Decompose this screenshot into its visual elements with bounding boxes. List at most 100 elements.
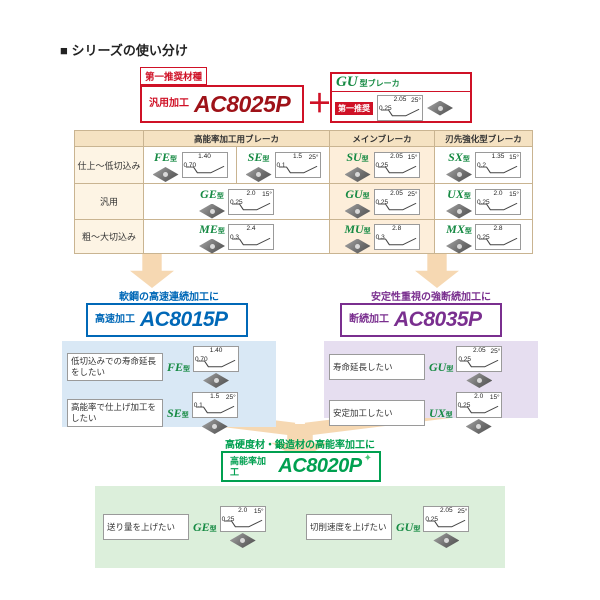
gu-breaker-body: 第一推奨 2.05 0.25 25°: [332, 92, 470, 121]
flow-arrow-left: [130, 252, 174, 288]
grade-name: AC8015P: [140, 308, 228, 331]
grade-tag: 断続加工: [349, 314, 389, 326]
sparkle-icon: ✦: [363, 453, 372, 464]
breaker-name: UX型: [429, 406, 453, 420]
breaker-name: SX型: [448, 150, 470, 164]
grade-box-ac8020p: 高能率加工 AC8020P ✦: [221, 451, 381, 482]
breaker-table: 高能率加工用ブレーカ メインブレーカ 刃先強化型ブレーカ 仕上～低切込み 汎用 …: [74, 130, 533, 254]
insert-photo: [446, 238, 472, 254]
breaker-name: MX型: [446, 221, 472, 236]
breaker-name: GE型: [193, 520, 217, 534]
insert-photo: [229, 533, 256, 548]
insert-photo: [344, 238, 371, 254]
grade-name: AC8025P: [194, 90, 291, 117]
profile-curve-icon: [231, 202, 271, 210]
insert-photo: [446, 167, 472, 182]
bottom-branch-title: 高硬度材・鍛造材の高能率加工に: [225, 440, 375, 451]
insert-photo: [245, 167, 272, 182]
dim-top: 2.05: [393, 96, 407, 103]
header-blank: [75, 131, 143, 146]
profile-curve-icon: [377, 202, 416, 210]
profile-curve-icon: [195, 405, 235, 414]
profile-curve-icon: [380, 108, 420, 117]
need-label: 切削速度を上げたい: [306, 514, 392, 540]
header-main: メインブレーカ: [330, 131, 434, 146]
profile-curve-icon: [377, 165, 416, 174]
insert-photo: [203, 373, 230, 388]
grade-name: AC8020P: [278, 455, 362, 477]
profile-curve-icon: [478, 202, 518, 210]
profile-curve-icon: [377, 237, 417, 245]
need-label: 低切込みでの寿命延長をしたい: [67, 353, 163, 381]
row-label-finish: 仕上～低切込み: [75, 147, 143, 183]
insert-photo: [152, 167, 179, 182]
breaker-name: SE型: [167, 406, 189, 420]
breaker-name: SE型: [247, 150, 270, 164]
profile-curve-icon: [478, 237, 518, 245]
insert-photo: [466, 373, 493, 388]
breaker-name: FE型: [153, 150, 177, 164]
grade-tag: 高能率加工: [230, 456, 267, 477]
insert-photo: [446, 203, 472, 219]
breaker-name: UX型: [447, 186, 471, 201]
insert-photo: [344, 167, 371, 182]
row-label-general: 汎用: [75, 184, 143, 219]
insert-photo: [465, 419, 492, 434]
profile-curve-icon: [185, 165, 224, 174]
breaker-name: GU型: [345, 186, 370, 201]
breaker-box-gu: GU 型ブレーカ 第一推奨 2.05 0.25 25°: [330, 72, 472, 123]
insert-photo: [427, 100, 453, 116]
insert-photo: [344, 203, 371, 219]
page-title: ■ シリーズの使い分け: [60, 43, 188, 58]
dim-angle: 25°: [411, 97, 421, 104]
left-branch-title: 軟鋼の高速連続加工に: [119, 292, 219, 303]
grade-name: AC8035P: [394, 308, 482, 331]
profile-curve-icon: [196, 359, 236, 368]
profile-curve-icon: [460, 359, 499, 368]
breaker-profile-diagram: 2.05 0.25 25°: [377, 95, 423, 121]
insert-photo: [201, 419, 228, 434]
right-branch-title: 安定性重視の強断続加工に: [371, 292, 491, 303]
grade-box-ac8025p: 汎用加工 AC8025P: [140, 85, 304, 123]
header-efficiency: 高能率加工用ブレーカ: [144, 131, 329, 146]
header-edge: 刃先強化型ブレーカ: [435, 131, 532, 146]
plus-sign: ＋: [307, 90, 333, 118]
profile-curve-icon: [223, 519, 263, 528]
need-label: 高能率で仕上げ加工をしたい: [67, 399, 163, 427]
breaker-name: GE型: [200, 186, 224, 201]
first-recommend-badge: 第一推奨: [335, 101, 373, 115]
breaker-suffix: 型ブレーカ: [359, 79, 400, 88]
breaker-name: GU: [336, 74, 358, 90]
grade-box-ac8035p: 断続加工 AC8035P: [340, 303, 502, 337]
profile-curve-icon: [478, 165, 518, 174]
profile-curve-icon: [278, 165, 317, 174]
breaker-name: SU型: [346, 150, 369, 164]
profile-curve-icon: [459, 405, 499, 414]
flow-arrow-right: [415, 252, 459, 288]
breaker-name: GU型: [429, 360, 454, 374]
row-label-rough: 粗～大切込み: [75, 220, 143, 253]
